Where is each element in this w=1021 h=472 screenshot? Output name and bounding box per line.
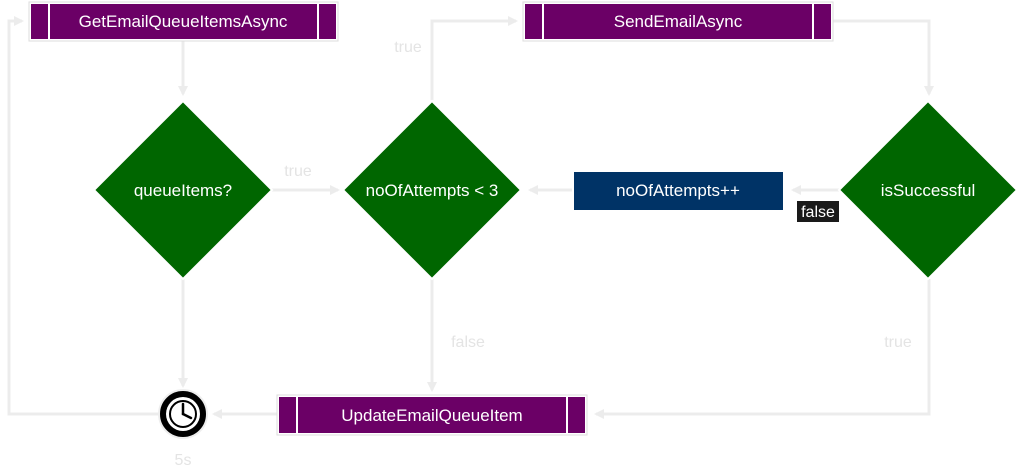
is-successful-label: isSuccessful	[881, 181, 975, 200]
get-email-queue-items-label: GetEmailQueueItemsAsync	[79, 12, 288, 31]
get-email-queue-items-node[interactable]: GetEmailQueueItemsAsync	[28, 1, 339, 42]
send-email-async-node[interactable]: SendEmailAsync	[522, 1, 834, 42]
queue-items-label: queueItems?	[134, 181, 232, 200]
clock-icon	[158, 389, 208, 439]
increment-attempts-node[interactable]: noOfAttempts++	[572, 170, 785, 212]
edge-attempts-true	[430, 16, 518, 100]
edge-label-success-true: true	[884, 334, 912, 351]
edge-timer-loop	[7, 16, 160, 416]
update-email-queue-item-node[interactable]: UpdateEmailQueueItem	[276, 394, 588, 436]
timer-node[interactable]: 5s	[158, 389, 208, 469]
timer-label: 5s	[175, 452, 192, 469]
edge-label-attempts-true: true	[394, 39, 422, 56]
increment-attempts-label: noOfAttempts++	[616, 181, 740, 200]
attempts-check-decision[interactable]: noOfAttempts < 3	[341, 99, 523, 281]
edge-label-queueitems-true: true	[284, 163, 312, 180]
send-email-async-label: SendEmailAsync	[614, 12, 743, 31]
is-successful-decision[interactable]: isSuccessful	[837, 99, 1019, 281]
queue-items-decision[interactable]: queueItems?	[92, 99, 274, 281]
edge-send-to-success	[832, 19, 934, 96]
edge-label-success-false: false	[801, 204, 835, 221]
edge-label-attempts-false: false	[451, 334, 485, 351]
attempts-check-label: noOfAttempts < 3	[366, 181, 499, 200]
update-email-queue-item-label: UpdateEmailQueueItem	[341, 406, 522, 425]
edge-label-success-false-badge: false	[797, 201, 839, 222]
edge-success-true	[594, 279, 931, 419]
